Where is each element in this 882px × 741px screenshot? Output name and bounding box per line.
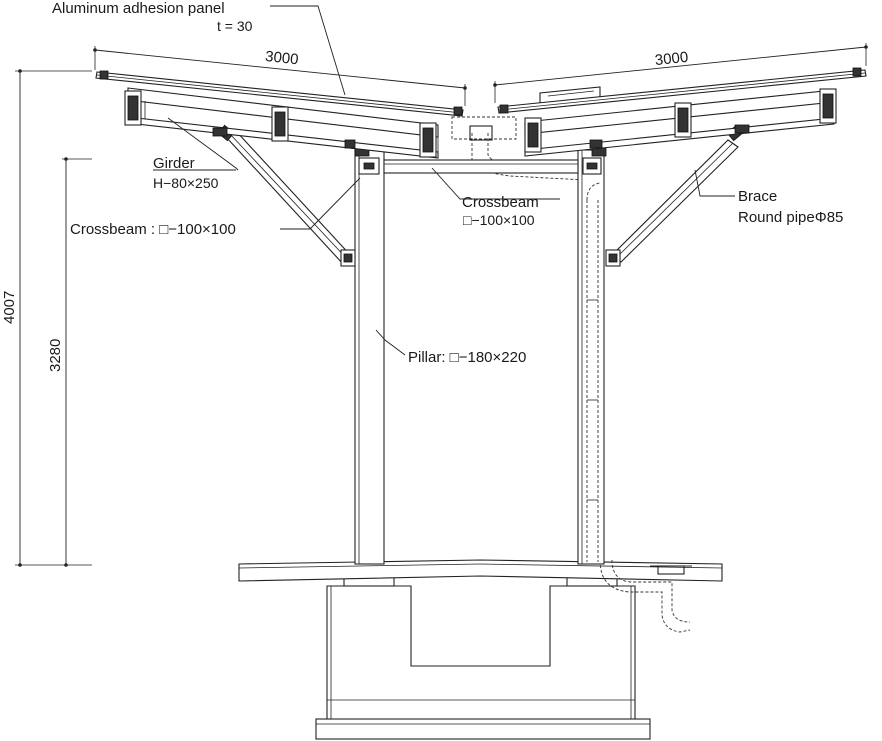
left-span-value: 3000: [264, 48, 299, 68]
right-span-value: 3000: [654, 49, 689, 69]
right-brace: [605, 124, 744, 267]
dimension-pillar-height: 3280: [47, 157, 92, 567]
pillar-label: Pillar: □−180×220: [408, 349, 526, 366]
left-pillar: [354, 149, 385, 565]
foundation: [315, 566, 651, 740]
dimension-left-span: 3000: [93, 46, 467, 106]
pillar-height-value: 3280: [47, 339, 64, 372]
right-pillar: [577, 149, 605, 565]
girder-title-label: Girder: [153, 155, 195, 172]
right-roof-assembly: [497, 67, 867, 157]
brace-title-label: Brace: [738, 188, 777, 205]
ground-slab: [238, 559, 723, 582]
pillar-top-connections: [354, 145, 607, 175]
dimension-total-height: 4007: [1, 69, 92, 567]
leader-lines: [153, 5, 735, 356]
crossbeam-center-spec: □−100×100: [463, 212, 535, 228]
panel-thickness-label: t = 30: [217, 18, 253, 34]
total-height-value: 4007: [1, 291, 18, 324]
left-roof-assembly: [95, 70, 464, 159]
crossbeam-left-label: Crossbeam : □−100×100: [70, 221, 236, 238]
girder-spec-label: H−80×250: [153, 175, 219, 191]
panel-title-label: Aluminum adhesion panel: [52, 0, 225, 17]
crossbeam-center-title: Crossbeam: [462, 194, 539, 211]
dimension-right-span: 3000: [493, 43, 868, 103]
center-crossbeam: [383, 159, 579, 174]
brace-spec-label: Round pipeΦ85: [738, 209, 843, 226]
